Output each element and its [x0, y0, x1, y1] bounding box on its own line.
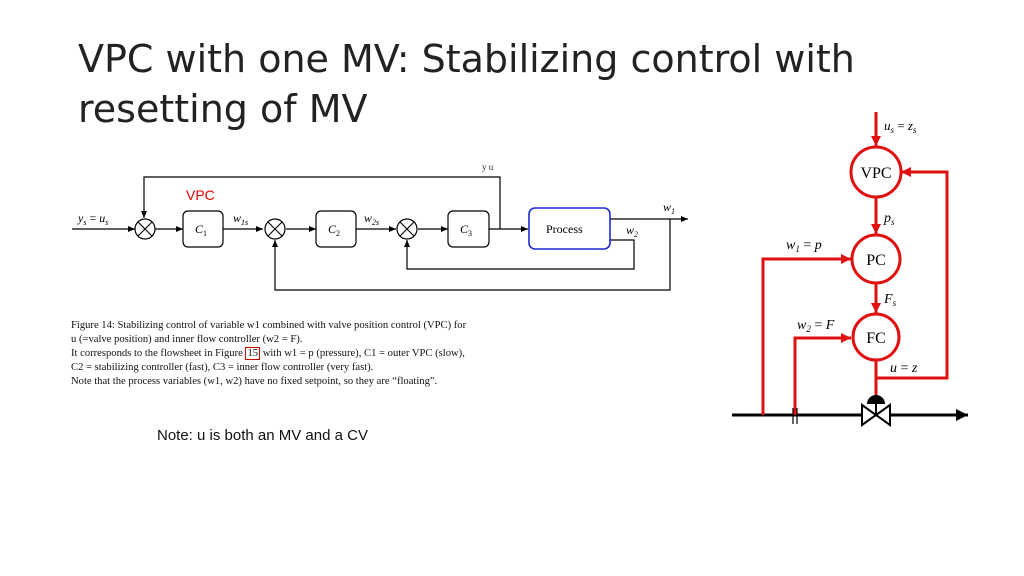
w2-feedback-line	[404, 239, 635, 270]
w1s-label: w1s	[233, 211, 248, 227]
caption-line-3: It corresponds to the flowsheet in Figur…	[71, 347, 591, 361]
slide-note: Note: u is both an MV and a CV	[157, 427, 368, 444]
caption-line-4: C2 = stabilizing controller (fast), C3 =…	[71, 362, 374, 373]
c3-block	[447, 210, 490, 248]
title-line-2: resetting of MV	[78, 87, 368, 131]
caption-line-1: Figure 14: Stabilizing control of variab…	[71, 320, 467, 331]
w1-label: w1	[663, 200, 675, 216]
sum-junction-1	[134, 218, 156, 240]
w1-feedback-line	[272, 219, 671, 291]
figure-caption: Figure 14: Stabilizing control of variab…	[71, 319, 591, 389]
sum-junction-3	[396, 218, 418, 240]
caption-line-3a: It corresponds to the flowsheet in Figur…	[71, 348, 246, 359]
figure-reference-link[interactable]: 15	[245, 347, 261, 360]
c1-block	[182, 210, 224, 248]
process-block	[528, 207, 611, 250]
c2-block	[315, 210, 357, 248]
caption-line-2: u (=valve position) and inner flow contr…	[71, 334, 303, 345]
w2s-label: w2s	[364, 211, 379, 227]
title-line-1: VPC with one MV: Stabilizing control wit…	[78, 37, 855, 81]
sum-junction-2	[264, 218, 286, 240]
vpc-feedback-line	[141, 176, 501, 229]
process-label: Process	[546, 222, 583, 236]
caption-line-5: Note that the process variables (w1, w2)…	[71, 376, 438, 387]
cropped-top-glyphs: y u	[482, 162, 494, 172]
caption-line-3b: with w1 = p (pressure), C1 = outer VPC (…	[260, 348, 465, 359]
page-title: VPC with one MV: Stabilizing control wit…	[78, 34, 898, 134]
vpc-annotation: VPC	[186, 187, 215, 203]
w2-label: w2	[626, 223, 638, 239]
setpoint-label: ys = us	[77, 211, 108, 227]
